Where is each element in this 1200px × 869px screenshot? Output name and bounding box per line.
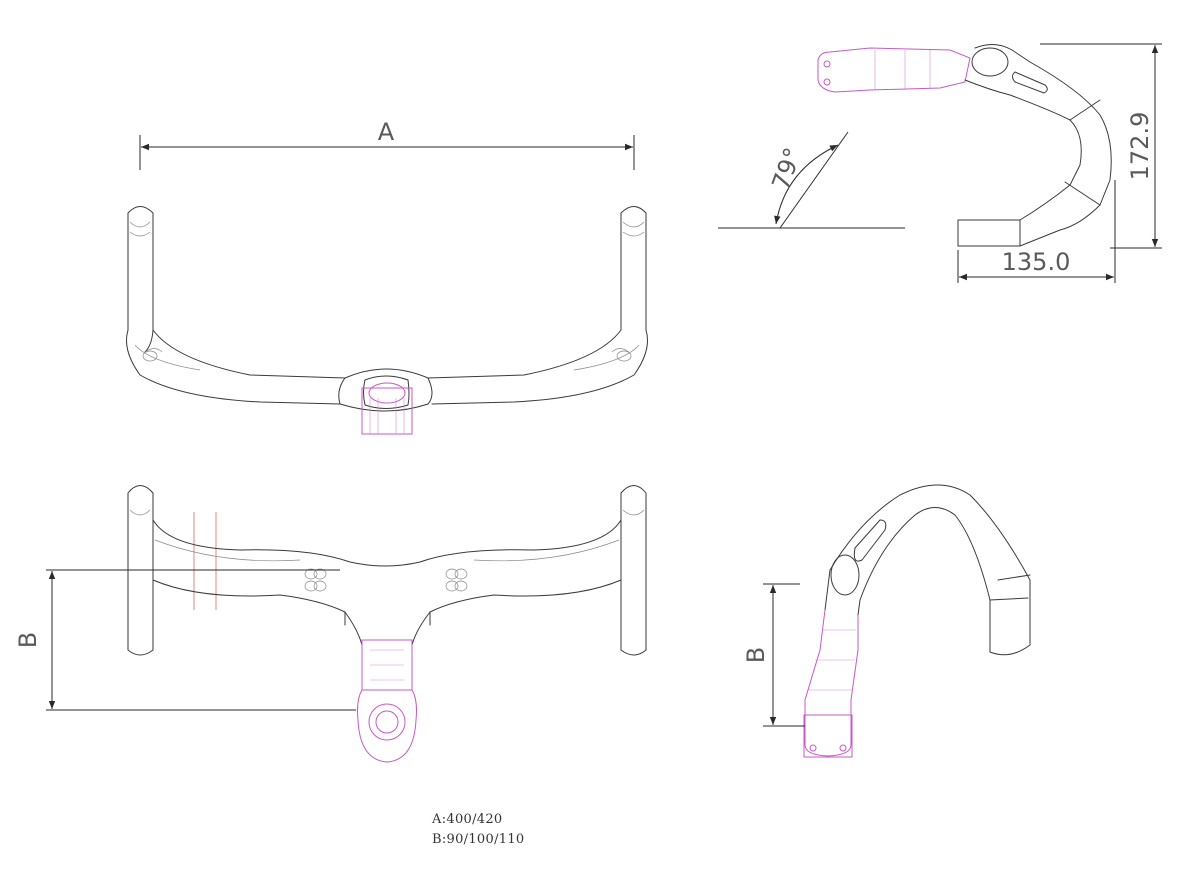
width-label: A bbox=[378, 118, 395, 146]
width-dimension: A bbox=[139, 118, 635, 170]
top-view: B bbox=[14, 485, 647, 763]
side-reach-dimension: 135.0 bbox=[957, 180, 1116, 283]
drop-label: 172.9 bbox=[1126, 112, 1154, 181]
spec-b: B:90/100/110 bbox=[432, 832, 525, 847]
side-reach-b-label: B bbox=[742, 647, 770, 663]
reach-label: B bbox=[14, 632, 42, 648]
front-view: A bbox=[126, 118, 648, 435]
side-view-lower: B bbox=[742, 484, 1031, 758]
angle-dimension: 79° bbox=[718, 131, 905, 229]
angle-label: 79° bbox=[766, 144, 807, 194]
spec-a: A:400/420 bbox=[432, 812, 503, 827]
reach-value: 135.0 bbox=[1002, 248, 1071, 276]
side-reach-b-dimension: B bbox=[742, 583, 805, 727]
reach-dimension: B bbox=[14, 569, 356, 711]
side-view: 79° 172.9 135.0 bbox=[718, 43, 1162, 283]
drop-dimension: 172.9 bbox=[1040, 43, 1162, 249]
